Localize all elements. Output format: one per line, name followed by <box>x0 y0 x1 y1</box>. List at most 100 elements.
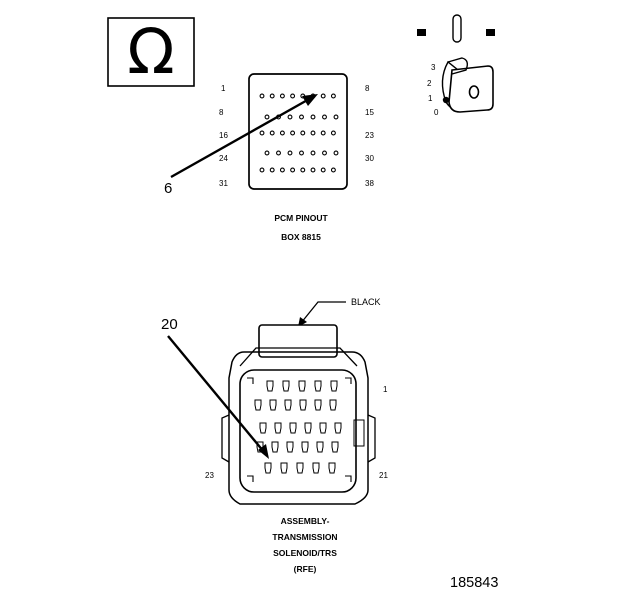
pcm-pin <box>330 167 336 173</box>
connector-corner-key <box>247 377 254 384</box>
connector-pin <box>284 399 292 411</box>
pcm-pin <box>269 93 275 99</box>
pcm-pin <box>287 114 293 120</box>
pcm-callout-leader <box>170 96 312 179</box>
connector-pin <box>328 462 336 474</box>
connector-face <box>239 369 357 493</box>
connector-pin <box>304 422 312 434</box>
connector-pin <box>274 422 282 434</box>
pcm-pin <box>330 93 336 99</box>
pcm-pin <box>269 130 275 136</box>
switch-contact-left <box>417 29 426 36</box>
connector-pin <box>330 380 338 392</box>
connector-pin <box>298 380 306 392</box>
connector-callout-number: 20 <box>161 316 178 333</box>
connector-pin <box>286 441 294 453</box>
connector-pin <box>316 441 324 453</box>
ignition-position-1: 1 <box>428 94 433 103</box>
pcm-pin <box>269 167 275 173</box>
pcm-pin <box>259 93 265 99</box>
connector-pin <box>282 380 290 392</box>
connector-latch <box>258 324 338 358</box>
pcm-pin <box>300 167 306 173</box>
connector-pin <box>289 422 297 434</box>
connector-caption-line: (RFE) <box>294 564 317 574</box>
switch-slot <box>452 14 462 43</box>
pcm-pin <box>310 167 316 173</box>
connector-pin <box>264 462 272 474</box>
pcm-pin <box>310 114 316 120</box>
pcm-pin <box>259 130 265 136</box>
connector-caption-line: ASSEMBLY- <box>281 516 330 526</box>
pcm-pin <box>264 150 270 156</box>
ignition-switch-icon: 3 2 1 0 <box>417 14 495 117</box>
pcm-caption-box: BOX 8815 <box>281 232 321 242</box>
pcm-pin <box>300 130 306 136</box>
pcm-pin <box>330 130 336 136</box>
connector-pin-label-23: 23 <box>205 471 214 480</box>
pcm-pin <box>259 167 265 173</box>
key-head-icon <box>448 65 494 113</box>
connector-pin <box>301 441 309 453</box>
connector-corner-key <box>247 475 254 482</box>
pcm-caption-title: PCM PINOUT <box>274 213 328 223</box>
pcm-pin <box>320 130 326 136</box>
pcm-callout-arrowhead <box>302 94 318 106</box>
connector-pin <box>331 441 339 453</box>
connector-housing <box>228 351 369 505</box>
pcm-pin <box>290 130 296 136</box>
connector-pin <box>299 399 307 411</box>
connector-pin-label-1: 1 <box>383 385 388 394</box>
connector-pin <box>259 422 267 434</box>
pcm-pin <box>310 150 316 156</box>
pcm-row-label-right: 15 <box>365 108 374 117</box>
pcm-row-label-right: 8 <box>365 84 370 93</box>
connector-callout-arrowhead <box>258 444 269 459</box>
pcm-pin <box>320 167 326 173</box>
ignition-position-2: 2 <box>427 79 432 88</box>
pcm-pin <box>299 114 304 120</box>
pcm-pin <box>322 114 327 120</box>
connector-pin-label-21: 21 <box>379 471 388 480</box>
pcm-connector: 1 8 16 24 31 8 15 23 30 38 6 PCM PINOUT … <box>164 73 374 242</box>
connector-pin <box>329 399 337 411</box>
pcm-row-label-right: 23 <box>365 131 374 140</box>
connector-pin <box>271 441 279 453</box>
connector-caption-line: SOLENOID/TRS <box>273 548 337 558</box>
wire-color-leader <box>300 301 346 324</box>
ohmmeter-symbol: Ω <box>107 15 195 88</box>
pcm-pin <box>290 93 296 99</box>
key-hole-icon <box>468 85 480 99</box>
pcm-pin <box>320 93 326 99</box>
pcm-pin <box>310 130 316 136</box>
pcm-pin <box>333 114 339 120</box>
pcm-callout-number: 6 <box>164 180 172 197</box>
connector-pin <box>312 462 320 474</box>
connector-corner-key <box>345 377 352 384</box>
pcm-row-label-left: 24 <box>219 154 228 163</box>
connector-pin <box>266 380 274 392</box>
pcm-pin <box>290 167 296 173</box>
pcm-pin-grid <box>259 93 339 173</box>
connector-callout-leader <box>167 335 265 453</box>
ignition-position-0: 0 <box>434 108 439 117</box>
pcm-row-label-right: 30 <box>365 154 374 163</box>
pcm-pin <box>264 114 270 120</box>
connector-pin <box>319 422 327 434</box>
connector-pin <box>314 380 322 392</box>
pcm-connector-body <box>248 73 348 190</box>
wire-color-label: BLACK <box>351 297 381 307</box>
pcm-row-label-left: 1 <box>221 84 226 93</box>
pcm-pin <box>279 130 285 136</box>
connector-pin <box>254 399 262 411</box>
pcm-pin <box>279 93 285 99</box>
pcm-pin <box>333 150 339 156</box>
pcm-row-label-left: 16 <box>219 131 228 140</box>
pcm-pin <box>287 150 293 156</box>
connector-pin <box>296 462 304 474</box>
figure-number: 185843 <box>450 575 498 591</box>
transmission-connector: BLACK 1 21 23 20 ASSEMBLY- TRANSMISSION … <box>161 297 388 574</box>
pcm-row-label-left: 31 <box>219 179 228 188</box>
